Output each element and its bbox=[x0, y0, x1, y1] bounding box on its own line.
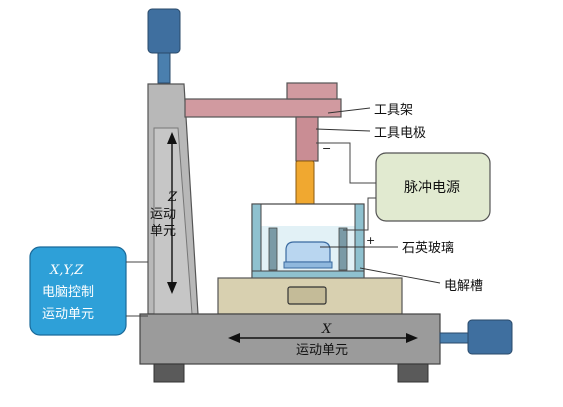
power-wires bbox=[316, 142, 376, 231]
z-unit-label-line1: 运动 bbox=[150, 207, 176, 222]
pulse-power-supply bbox=[375, 152, 491, 222]
controller-label-line2: 电脑控制 bbox=[42, 285, 94, 300]
x-unit-label: 运动单元 bbox=[296, 343, 348, 358]
xyz-controller bbox=[29, 246, 148, 336]
z-unit-label-line2: 单元 bbox=[150, 224, 176, 239]
quartz-glass bbox=[283, 241, 333, 269]
plus-sign: + bbox=[366, 234, 375, 247]
x-arrow bbox=[228, 333, 418, 343]
controller-label-line1: X,Y,Z bbox=[49, 263, 84, 278]
z-arrow bbox=[167, 132, 177, 294]
minus-sign: − bbox=[322, 142, 331, 155]
tool-holder-label: 工具架 bbox=[374, 103, 413, 118]
x-axis-label: X bbox=[321, 322, 332, 337]
machine-base bbox=[139, 313, 441, 383]
leader-lines bbox=[315, 107, 441, 284]
xy-table bbox=[217, 277, 403, 315]
electrolytic-cell-label: 电解槽 bbox=[444, 279, 483, 294]
tool-holder-arm bbox=[184, 82, 342, 162]
x-motor bbox=[439, 319, 513, 355]
quartz-glass-label: 石英玻璃 bbox=[402, 241, 454, 256]
z-motor bbox=[147, 8, 181, 84]
pulse-power-label: 脉冲电源 bbox=[404, 180, 460, 196]
tool-electrode-label: 工具电极 bbox=[374, 126, 426, 141]
z-axis-label: Z bbox=[167, 190, 178, 205]
controller-label-line3: 运动单元 bbox=[42, 307, 94, 322]
